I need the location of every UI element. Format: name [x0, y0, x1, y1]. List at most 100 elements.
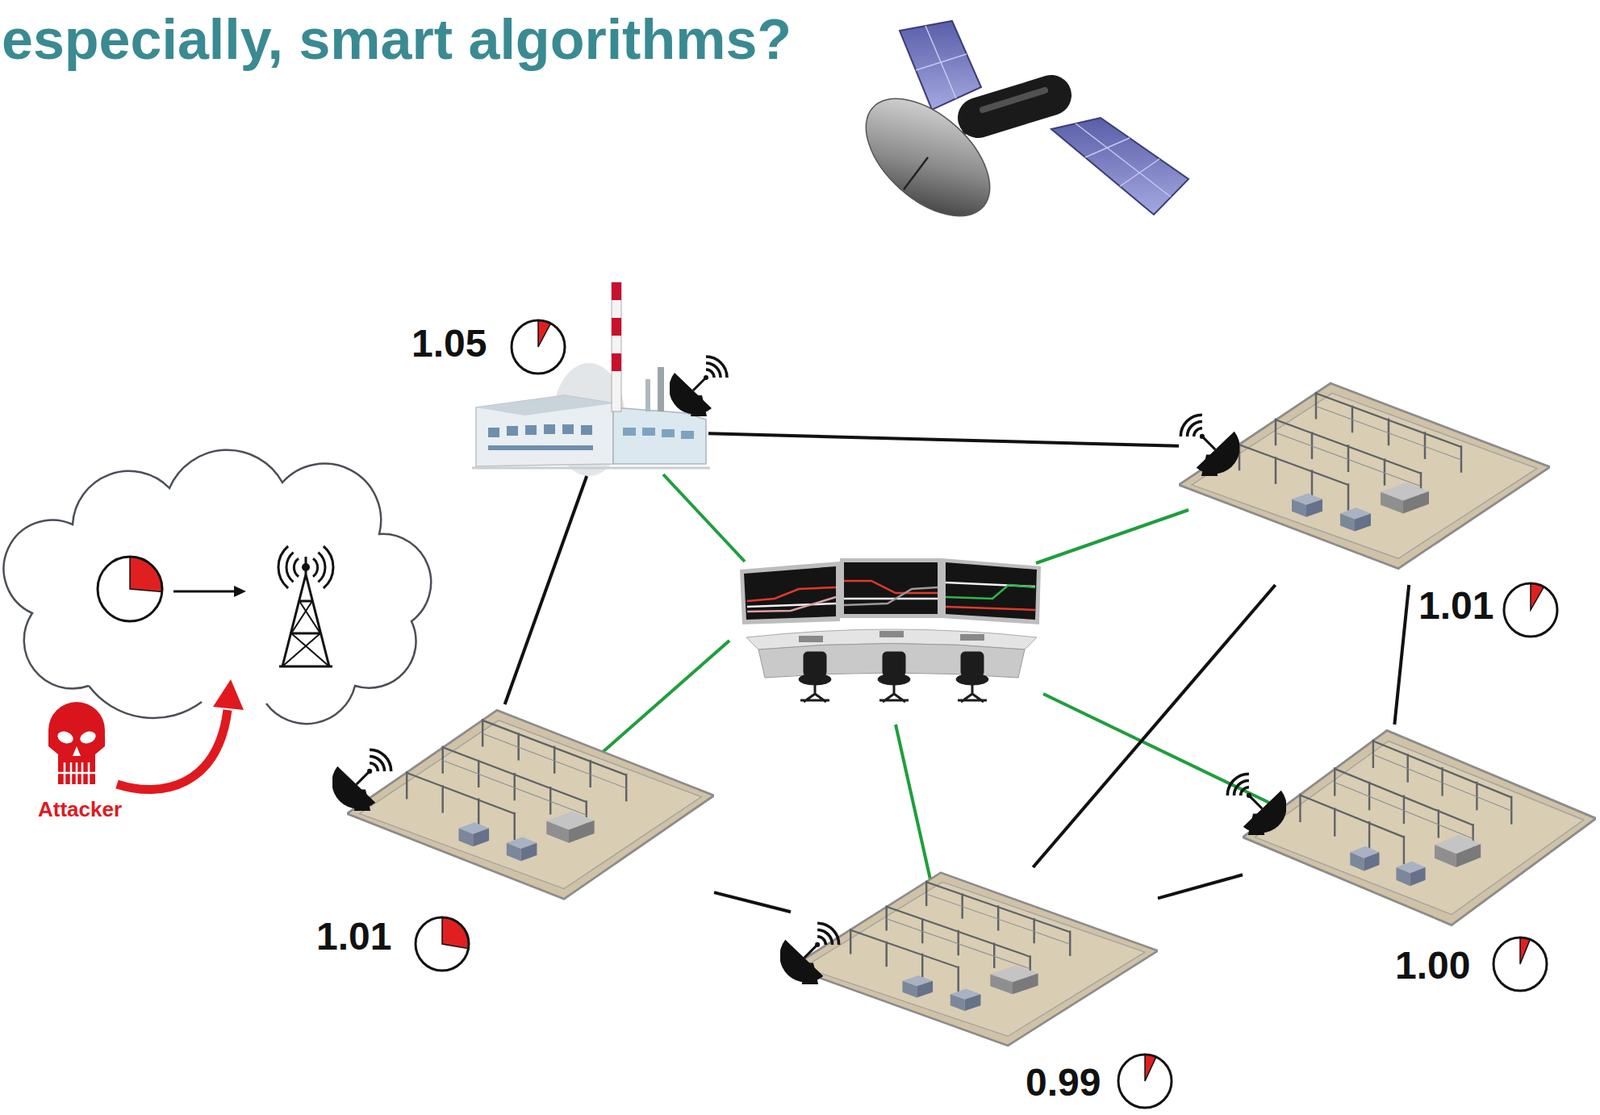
power-line [708, 433, 1179, 447]
power-plant-illustration [488, 427, 500, 438]
power-line [1394, 584, 1409, 725]
control-link [663, 474, 745, 562]
measurement-value: 0.99 [1025, 1063, 1101, 1103]
control-center-illustration [879, 630, 904, 638]
control-center-illustration [957, 684, 987, 702]
clock-icon [1493, 937, 1547, 991]
power-plant-illustration [642, 427, 656, 436]
power-plant-illustration [657, 367, 665, 412]
power-plant-illustration [472, 467, 711, 470]
clock-icon [1520, 937, 1530, 965]
control-center-illustration [739, 558, 1041, 702]
power-plant-illustration [661, 429, 675, 438]
spoofing-cloud [97, 556, 163, 622]
gps-satellite [903, 157, 928, 190]
gps-satellite [915, 25, 967, 99]
control-center-illustration [803, 651, 827, 677]
attacker-skull [55, 729, 76, 746]
power-plant-illustration [488, 445, 594, 451]
grid-lines [505, 433, 1410, 912]
spoofing-cloud [4, 450, 432, 724]
attacker-skull [48, 701, 105, 785]
power-plant-illustration [611, 353, 622, 372]
control-center-illustration [843, 597, 938, 601]
substation-illustration [1242, 730, 1596, 925]
power-plant-illustration [611, 282, 622, 372]
clock-icon [1503, 583, 1558, 637]
power-plant-illustration [506, 426, 519, 436]
spoofing-cloud [233, 585, 247, 598]
control-center-illustration [879, 684, 909, 702]
dish-antenna [331, 749, 391, 811]
control-center-illustration [798, 673, 832, 686]
clock-icon [1530, 583, 1545, 610]
control-center-illustration [800, 684, 830, 702]
gps-satellite [1051, 117, 1189, 215]
control-center-illustration [956, 673, 989, 686]
control-center-illustration [747, 587, 836, 602]
power-line [1032, 584, 1275, 868]
power-line [714, 892, 791, 912]
spoofing-cloud [4, 450, 432, 724]
power-plant-illustration [680, 430, 694, 439]
power-plant-illustration [611, 282, 622, 301]
substation-illustration [346, 710, 715, 899]
power-plant-illustration [562, 424, 574, 435]
attack-arrow [213, 679, 244, 711]
dish-antenna [1180, 414, 1240, 477]
control-center-illustration [747, 603, 836, 607]
attacker-skull [48, 701, 105, 785]
control-link [895, 724, 931, 880]
spoofing-cloud [278, 546, 334, 667]
power-plant-illustration [488, 424, 594, 451]
dish-antenna [1180, 414, 1240, 477]
power-plant-illustration [525, 425, 537, 435]
clock-icon [1118, 1054, 1172, 1108]
dish-antenna [668, 356, 727, 417]
control-center-illustration [945, 584, 1036, 599]
power-line [1157, 874, 1243, 899]
clock-icon [511, 320, 565, 374]
power-plant-illustration [645, 379, 651, 412]
substation-illustration [346, 383, 1596, 1046]
slide-title: especially, smart algorithms? [1, 11, 792, 68]
clock-icon [415, 320, 1558, 1108]
attacker-skull [72, 746, 81, 757]
control-link [601, 640, 730, 753]
attacker-label: Attacker [37, 798, 122, 820]
spoofing-cloud [173, 590, 236, 594]
spoofing-cloud [278, 546, 299, 589]
spoofing-cloud [301, 563, 310, 572]
power-plant-illustration [543, 424, 556, 435]
clock-icon [1503, 583, 1558, 637]
measurement-value: 1.00 [1395, 946, 1471, 986]
gps-satellite [899, 20, 982, 110]
clock-icon [511, 320, 565, 374]
measurement-value: 1.01 [1418, 586, 1494, 626]
substation: 1.00 [1242, 724, 1596, 943]
dish-antenna [331, 356, 1287, 985]
substation: 1.01 [1178, 377, 1550, 585]
attacker-skull [58, 762, 96, 785]
control-center-illustration [798, 635, 823, 643]
control-center-illustration [843, 562, 938, 615]
control-center-illustration [945, 562, 1037, 620]
control-center-illustration [747, 580, 1036, 612]
clock-icon [415, 917, 469, 971]
power-plant: 1.05 [474, 282, 709, 477]
power-plant-illustration [476, 395, 614, 416]
control-link [601, 474, 1287, 880]
power-plant-illustration [580, 425, 593, 435]
control-center-illustration [743, 566, 836, 620]
control-center-illustration [882, 651, 906, 677]
substation-illustration [1178, 383, 1550, 569]
power-plant-illustration [622, 427, 636, 436]
control-center-illustration [960, 651, 984, 677]
control-center-illustration [798, 651, 989, 702]
power-line [505, 476, 588, 705]
spoofing-cloud [282, 601, 330, 667]
control-center-illustration [941, 558, 1041, 625]
